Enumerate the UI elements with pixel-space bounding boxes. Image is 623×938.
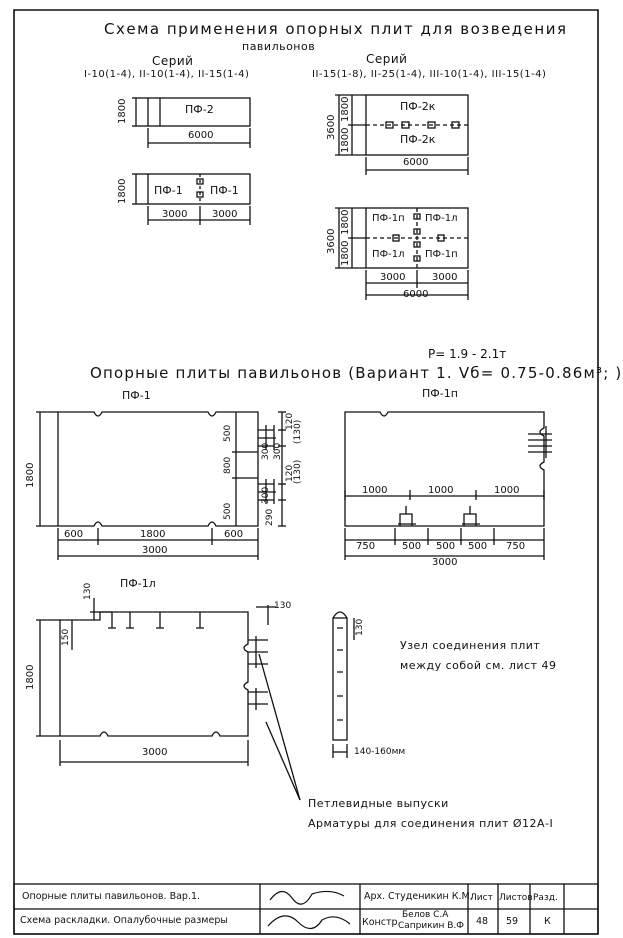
titleblock-header-section: Разд. [533, 893, 558, 903]
dim-text: 3000 [162, 209, 188, 220]
titleblock-name-arch: Студеникин К.М. [388, 891, 473, 902]
dim-text: 1800 [140, 529, 166, 540]
dim-text: 150 [61, 628, 71, 646]
scheme-quad-br-label: ПФ-1п [425, 249, 458, 260]
dim-text: 1800 [117, 98, 128, 124]
pf1-title: ПФ-1 [122, 389, 151, 402]
scheme-pf1-pair-outline [147, 173, 251, 205]
dim-text: 500 [436, 541, 456, 552]
joint-note-line1: Узел соединения плит [400, 639, 541, 652]
dim-text: 3000 [432, 557, 458, 568]
joint-note-line2: между собой см. лист 49 [400, 659, 557, 672]
series-left-list: I-10(1-4), II-10(1-4), II-15(1-4) [84, 69, 250, 80]
titleblock-sheets-count: 59 [506, 916, 519, 927]
titleblock-header-sheets: Листов [499, 893, 533, 903]
titleblock-name-constr-b: Саприкин В.Ф [398, 921, 465, 931]
dim-text: 600 [64, 529, 84, 540]
dim-text: 1800 [117, 178, 128, 204]
dim-text: 3600 [326, 114, 337, 140]
dim-text: 3000 [212, 209, 238, 220]
dim-text: 3000 [432, 272, 458, 283]
pf1-plate-drawing [36, 411, 286, 560]
scheme-quad-tl-label: ПФ-1п [372, 213, 405, 224]
dim-text: 1000 [494, 485, 520, 496]
dim-text: (130) [293, 459, 303, 484]
scheme-quad-bl-label: ПФ-1л [372, 249, 405, 260]
titleblock-role-arch: Арх. [364, 891, 386, 902]
scheme-quad-tr-label: ПФ-1л [425, 213, 458, 224]
dim-text: 6000 [188, 130, 214, 141]
titleblock-row2-desc: Схема раскладки. Опалубочные размеры [20, 915, 228, 926]
scheme-pf2-label: ПФ-2 [185, 103, 214, 116]
drawing-sheet [13, 9, 599, 935]
dim-text: 500 [223, 424, 233, 442]
thickness-note: 140-160мм [354, 747, 406, 757]
dim-text: 600 [224, 529, 244, 540]
pf1l-title: ПФ-1л [120, 577, 156, 590]
dim-text: 130 [355, 618, 365, 636]
dim-text: 1000 [362, 485, 388, 496]
dim-text: 500 [223, 502, 233, 520]
dim-text: 800 [223, 456, 233, 474]
pf1p-plate-drawing [344, 411, 552, 560]
dim-text: 1800 [340, 127, 351, 153]
dim-text: 1000 [428, 485, 454, 496]
dim-text: 3600 [326, 228, 337, 254]
title-block-frame [13, 883, 599, 935]
dim-text: 500 [468, 541, 488, 552]
dim-text: 1800 [340, 96, 351, 122]
weight-note: P= 1.9 - 2.1т [428, 347, 507, 361]
titleblock-name-constr-a: Белов С.А [402, 910, 449, 920]
signature-mark [267, 915, 351, 930]
titleblock-header-sheet: Лист [470, 893, 493, 903]
dim-text: 1800 [25, 664, 36, 690]
dim-text: 500 [402, 541, 422, 552]
dim-text: 300 [261, 442, 271, 460]
titleblock-section-code: К [544, 916, 551, 927]
dim-text: (130) [293, 419, 303, 444]
dim-text: 1800 [340, 240, 351, 266]
dim-text: 300 [273, 442, 283, 460]
scheme-pf2k-bottom-label: ПФ-2к [400, 133, 436, 146]
plate-side-section [332, 611, 355, 758]
dim-text: 6000 [403, 157, 429, 168]
sheet-title-line2: павильонов [242, 40, 316, 53]
loops-note-line2: Арматуры для соединения плит Ø12А-I [308, 817, 554, 830]
leader-line [265, 721, 301, 801]
dim-text: 3000 [380, 272, 406, 283]
dim-text: 130 [274, 601, 292, 611]
sheet-title: Схема применения опорных плит для возвед… [104, 20, 568, 38]
loops-note-line1: Петлевидные выпуски [308, 797, 449, 810]
dim-text: 6000 [403, 289, 429, 300]
scheme-pf1-right-label: ПФ-1 [210, 184, 239, 197]
dim-text: 130 [83, 582, 93, 600]
signature-mark [269, 890, 345, 905]
scheme-pf1-left-label: ПФ-1 [154, 184, 183, 197]
pf1l-plate-drawing [36, 598, 276, 766]
dim-text: 3000 [142, 747, 168, 758]
section2-heading: Опорные плиты павильонов (Вариант 1. Vб=… [90, 364, 623, 382]
dim-text: 1800 [25, 462, 36, 488]
dim-text: 1800 [340, 209, 351, 235]
dim-text: 3000 [142, 545, 168, 556]
sheet-border [13, 9, 599, 935]
titleblock-sheet-number: 48 [476, 916, 489, 927]
series-right-heading: Серий [366, 52, 408, 66]
pf1p-title: ПФ-1п [422, 387, 458, 400]
dim-text: 750 [356, 541, 376, 552]
titleblock-row1-desc: Опорные плиты павильонов. Вар.1. [22, 891, 201, 902]
dim-text: 300 [261, 486, 271, 504]
series-left-heading: Серий [152, 54, 194, 68]
dim-text: 290 [265, 508, 275, 526]
titleblock-role-constr: Констр. [362, 917, 401, 928]
dim-text: 750 [506, 541, 526, 552]
scheme-pf2k-top-label: ПФ-2к [400, 100, 436, 113]
series-right-list: II-15(1-8), II-25(1-4), III-10(1-4), III… [312, 69, 547, 80]
scheme-pf2-outline [147, 97, 251, 127]
